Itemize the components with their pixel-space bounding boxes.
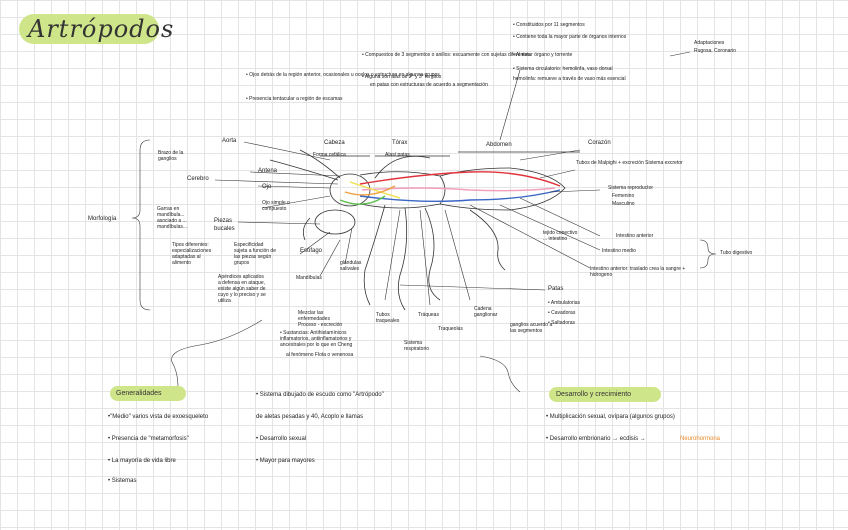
generalidades-item-6: de aletas pesadas y 40, Acoplo e llamas: [256, 414, 364, 420]
label-traqueas: Tráqueas: [418, 312, 439, 318]
generalidades-highlight: [110, 386, 186, 401]
note-thorax-3: en patas con estructuras de acuerdo a se…: [370, 82, 488, 88]
generalidades-item-1: •"Medio" varios vista de exoesqueleto: [108, 414, 209, 420]
label-cadena: Cadena ganglionar: [474, 306, 498, 318]
insect-body: [269, 149, 580, 311]
label-ojo-simple: Ojo simple o compuesto: [262, 200, 290, 212]
label-piezas-bucales: Piezas bucales: [214, 218, 235, 232]
label-ojo: Ojo: [262, 184, 272, 190]
desarrollo-item-1: • Multiplicación sexual, ovípara (alguno…: [546, 414, 675, 420]
label-sistema-reproductor: Sistema reproductor: [608, 185, 654, 191]
label-intestino-medio: Intestino medio: [602, 248, 636, 254]
label-tubos-malpighi: Tubos de Malpighi + excreción Sistema ex…: [576, 160, 683, 166]
generalidades-heading: Generalidades: [116, 390, 162, 397]
label-ganglios: ganglios acuerdo a las segmentos: [510, 322, 553, 334]
note-abdomen-3: • Al estar órgano y torrente: [513, 52, 573, 58]
generalidades-item-5: • Sistema dibujado de escudo como "Artró…: [256, 392, 384, 398]
label-mandibulas: Mandíbulas: [296, 275, 322, 281]
label-bullet-bottom-1: • Sustancias: Antihistamínicos inflamato…: [280, 330, 353, 348]
segment-head: Cabeza: [324, 140, 345, 146]
label-masculino: Masculino: [612, 201, 635, 207]
label-tubos-traqueales: Tubos traqueales: [376, 312, 400, 324]
label-tipos-piezas: Tipos diferentes: especializaciones adap…: [172, 242, 212, 266]
label-femenino: Femenino: [612, 193, 635, 199]
label-esofago: Esófago: [300, 248, 323, 254]
desarrollo-item-2: • Desarrollo embrionario → ecdisis →: [546, 436, 646, 442]
label-aorta: Aorta: [222, 138, 237, 144]
patas-item-2: • Cavadoras: [548, 310, 576, 316]
generalidades-item-4: • Sistemas: [108, 478, 137, 484]
label-intestino-anterior: Intestino anterior: [616, 233, 654, 239]
note-abdomen-1: • Constituidos por 11 segmentos: [513, 22, 585, 28]
note-abdomen-2: • Contiene toda la mayor parte de órgano…: [513, 34, 627, 40]
label-corazon: Corazón: [588, 140, 611, 146]
label-tubo-digestivo: Tubo digestivo: [720, 250, 753, 256]
note-branch-1: Adaptaciones: [694, 40, 725, 46]
leader-lines: [131, 51, 717, 393]
title-highlight: [19, 14, 159, 44]
note-head-2: • Presencia tentacular a región de escam…: [246, 96, 343, 102]
note-branch-2: Rugosa, Coronario: [694, 48, 736, 54]
generalidades-item-2: • Presencia de "metamorfosis": [108, 436, 189, 442]
segment-head-sub: Forma cefálica: [313, 152, 346, 158]
label-patas: Patas: [548, 286, 564, 292]
label-bullet-bottom-2: al fenómeno Flota o venenosa: [286, 352, 354, 358]
desarrollo-heading: Desarrollo y crecimiento: [556, 391, 632, 398]
organ-lines: [339, 171, 561, 205]
generalidades-item-7: • Desarrollo sexual: [256, 436, 307, 442]
label-glandulas: glándulas salivales: [340, 260, 362, 272]
note-abdomen-5: hemolinfa: remueve a través de vaso más …: [513, 76, 626, 82]
segment-thorax: Tórax: [392, 140, 408, 146]
generalidades-item-3: • La mayoría de vida libre: [108, 458, 176, 464]
label-tejido: tejido conectivo ... intestino: [543, 230, 578, 242]
note-abdomen-4: • Sistema circulatorio: hemolinfa, vaso …: [513, 66, 613, 72]
segment-abdomen: Abdomen: [486, 142, 512, 148]
note-head-1: • Ojos detrás de la región anterior, oca…: [246, 72, 440, 78]
note-thorax-2: • Alguna son alas de 2° y 3° tergitos: [362, 74, 442, 80]
label-intestino-posterior: Intestino anterior: traslado crea la san…: [590, 266, 686, 278]
label-brazo-ganglios: Brazo de la ganglios: [158, 150, 184, 162]
page-title: Artrópodos: [28, 15, 175, 43]
note-thorax-1: • Compuestos de 3 segmentos o anillos: e…: [362, 52, 530, 58]
segment-thorax-sub: Alas/ patas: [385, 152, 410, 158]
label-garras: Garras en mandíbula... asociado a ... ma…: [157, 206, 188, 230]
label-traqueolas: Traqueolas: [438, 326, 463, 332]
desarrollo-highlight-term: Neurohormona: [680, 436, 721, 442]
generalidades-item-8: • Mayor para mayores: [256, 458, 315, 464]
label-sistema-respiratorio: Sistema respiratorio: [404, 340, 430, 352]
patas-item-3: • Saltadoras: [548, 320, 576, 326]
label-morfologia: Morfología: [88, 216, 117, 222]
label-mezclar: Mezclar las enfermedades Proceso - excre…: [298, 310, 343, 328]
label-especificidades: Especificidad sujeta a función de las pi…: [234, 242, 276, 266]
label-cerebro: Cerebro: [187, 176, 209, 182]
label-antena: Antena: [258, 168, 278, 174]
patas-item-1: • Ambulatorias: [548, 300, 581, 306]
label-apendices: Apéndices aplicados a defensa en ataque,…: [218, 274, 266, 304]
desarrollo-highlight: [549, 387, 661, 402]
